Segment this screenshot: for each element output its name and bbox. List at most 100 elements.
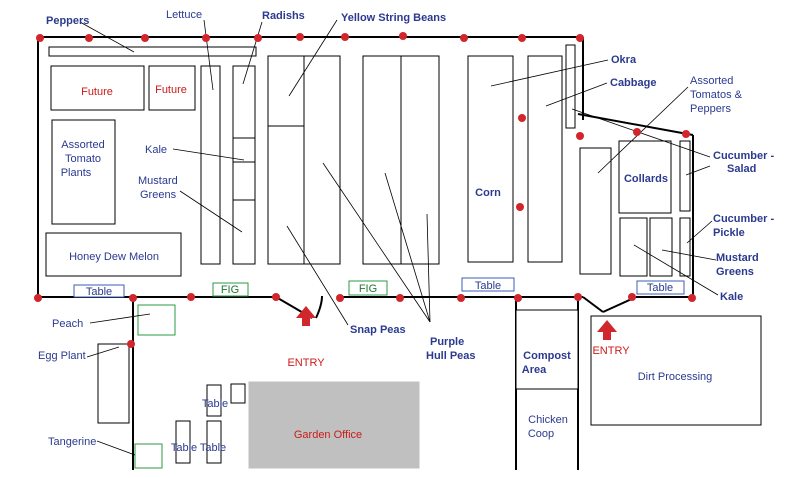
fence-post [254, 34, 262, 42]
leader-lettuce [203, 19, 214, 91]
leader-peppers [79, 21, 135, 53]
label-cucumber-pickle-2: Pickle [713, 227, 745, 239]
bed-kale-right [649, 217, 673, 277]
leader-purple-3 [426, 213, 431, 323]
label-fig-2: FIG [359, 283, 377, 295]
label-okra: Okra [611, 54, 637, 66]
label-table-6: Table [200, 442, 226, 454]
table-box-1 [73, 284, 125, 298]
leader-cucumber-salad-2 [685, 165, 711, 176]
fence-post [682, 130, 690, 138]
label-egg-plant: Egg Plant [38, 350, 86, 362]
fence-post [296, 33, 304, 41]
bed-purple-1 [362, 55, 402, 265]
label-entry-1: ENTRY [287, 357, 325, 369]
fence-post [457, 294, 465, 302]
leader-tangerine [96, 440, 136, 456]
bed-peppers [48, 46, 257, 57]
fence-post [514, 294, 522, 302]
label-entry-2: ENTRY [592, 345, 630, 357]
leader-yellow-beans [288, 19, 338, 97]
label-assorted-tomato-1: Assorted [61, 139, 104, 151]
label-compost-2: Area [522, 364, 547, 376]
label-yellow-string-beans: Yellow String Beans [341, 12, 446, 24]
fence-post [688, 294, 696, 302]
bed-corn [467, 55, 514, 263]
table-block-c [175, 420, 191, 464]
fence-post [272, 293, 280, 301]
tangerine-box [134, 443, 163, 469]
label-table-5: Table [171, 442, 197, 454]
fence-post [202, 34, 210, 42]
bed-mustard-right [619, 217, 648, 277]
leader-assorted-tp [597, 86, 689, 174]
label-snap-peas: Snap Peas [350, 324, 406, 336]
fence-post [628, 293, 636, 301]
label-peppers: Peppers [46, 15, 89, 27]
fence-post [516, 203, 524, 211]
fence-post [85, 34, 93, 42]
label-purple-1: Purple [430, 336, 464, 348]
entry-arrows [296, 306, 617, 340]
bed-compost [515, 309, 579, 390]
fence-post [341, 33, 349, 41]
leader-mustard-right [661, 249, 717, 261]
beds [45, 44, 762, 469]
label-assorted-tomato-3: Plants [61, 167, 92, 179]
label-tangerine: Tangerine [48, 436, 96, 448]
bed-cucumber-pickle [679, 217, 691, 277]
bed-radishs [232, 65, 256, 265]
label-assorted-tp-3: Peppers [690, 103, 731, 115]
bed-beans-2 [303, 55, 341, 265]
fence-post [187, 293, 195, 301]
leader-peach [89, 313, 151, 324]
bed-purple-2 [400, 55, 440, 265]
leader-cucumber-salad-1 [571, 108, 711, 158]
labels: Peppers Lettuce Radishs Yellow String Be… [38, 9, 774, 454]
label-radishs: Radishs [262, 10, 305, 22]
leader-radishs [242, 21, 263, 85]
table-box-2 [461, 277, 515, 292]
label-assorted-tomato-2: Tomato [65, 153, 101, 165]
bed-cucumber-salad [679, 140, 691, 212]
label-cucumber-pickle-1: Cucumber - [713, 213, 774, 225]
bed-collards [618, 140, 672, 214]
label-garden-office: Garden Office [294, 429, 362, 441]
label-mustard-left-2: Greens [140, 189, 177, 201]
label-kale-left: Kale [145, 144, 167, 156]
bed-honey-dew [45, 232, 182, 277]
fence-post [129, 294, 137, 302]
bed-lettuce [200, 65, 221, 265]
bed-cabbage [565, 44, 576, 129]
label-chicken-1: Chicken [528, 414, 568, 426]
label-future-1: Future [81, 86, 113, 98]
leader-mustard-left [179, 190, 243, 233]
label-honey-dew: Honey Dew Melon [69, 251, 159, 263]
fence-post [633, 128, 641, 136]
garden-office [248, 381, 420, 469]
label-dirt-processing: Dirt Processing [638, 371, 713, 383]
bed-assorted-tomato [51, 119, 116, 225]
fig-box-1 [212, 282, 249, 297]
fence-post [34, 294, 42, 302]
label-purple-2: Hull Peas [426, 350, 476, 362]
label-collards: Collards [624, 173, 668, 185]
leader-purple-1 [322, 162, 431, 323]
leader-snap-peas [286, 225, 349, 326]
label-lettuce: Lettuce [166, 9, 202, 21]
leader-okra [490, 59, 609, 87]
fence-post [576, 34, 584, 42]
leader-lines [79, 19, 719, 456]
bed-future-1 [50, 65, 145, 111]
bed-okra [527, 55, 563, 263]
label-future-2: Future [155, 84, 187, 96]
fence-post [460, 34, 468, 42]
outlined-boxes [73, 277, 685, 469]
label-table-4: Table [202, 398, 228, 410]
label-corn: Corn [475, 187, 501, 199]
label-table-2: Table [475, 280, 501, 292]
fence-post [399, 32, 407, 40]
leader-kale-left [172, 148, 245, 161]
